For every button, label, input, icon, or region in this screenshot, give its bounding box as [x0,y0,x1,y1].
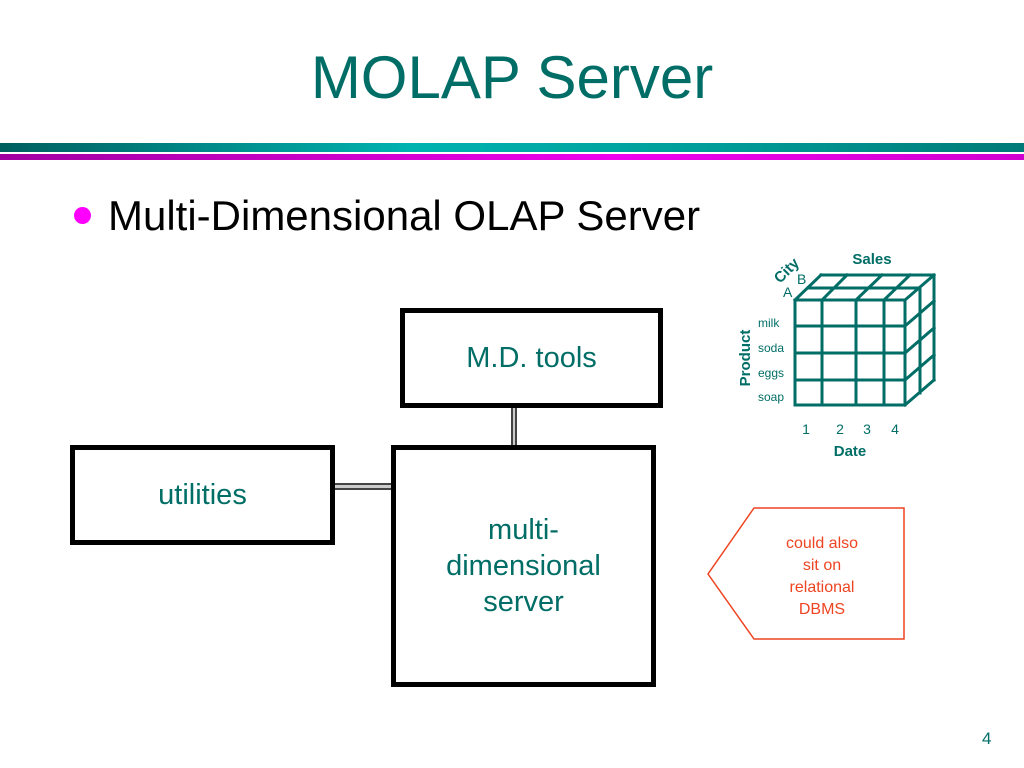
cube-city-value: A [783,284,793,300]
bullet-text: Multi-Dimensional OLAP Server [108,192,701,239]
cube-product-tick: milk [758,316,780,330]
sales-data-cube: Sales City A B Product milk soda eggs so… [737,251,937,460]
cube-city-value: B [797,271,806,287]
utilities-label: utilities [158,478,247,511]
cube-product-tick: soap [758,390,784,404]
title-divider-teal [0,143,1024,152]
title-divider-magenta [0,154,1024,160]
callout-line: DBMS [798,601,846,619]
md-tools-box: M.D. tools [400,308,663,408]
md-server-label-line: multi- [488,513,559,546]
utilities-box: utilities [70,445,335,545]
cube-date-tick: 4 [891,421,899,437]
callout-text: could also sit on relational DBMS [752,533,892,621]
md-server-label: multi- dimensional server [446,512,601,621]
callout-shape [707,507,905,640]
connector-utilities-server [335,483,391,490]
callout-line: could also [785,535,859,552]
connector-tools-server [511,408,517,445]
cube-date-label: Date [834,443,867,460]
cube-product-tick: eggs [758,366,784,380]
cube-measure-label: Sales [852,251,891,268]
cube-product-label: Product [737,330,754,387]
md-tools-label: M.D. tools [466,341,597,374]
callout-line: sit on [802,557,842,575]
cube-date-tick: 2 [836,421,844,437]
cube-date-tick: 3 [863,421,871,437]
slide-title: MOLAP Server [310,44,714,111]
md-server-label-line: dimensional [446,549,601,582]
cube-product-tick: soda [758,341,784,355]
cube-date-tick: 1 [802,421,810,437]
callout-line: relational [789,579,855,597]
page-number: 4 [982,729,992,748]
md-server-box: multi- dimensional server [391,445,656,687]
md-server-label-line: server [483,586,564,619]
bullet-dot-icon [74,207,91,224]
